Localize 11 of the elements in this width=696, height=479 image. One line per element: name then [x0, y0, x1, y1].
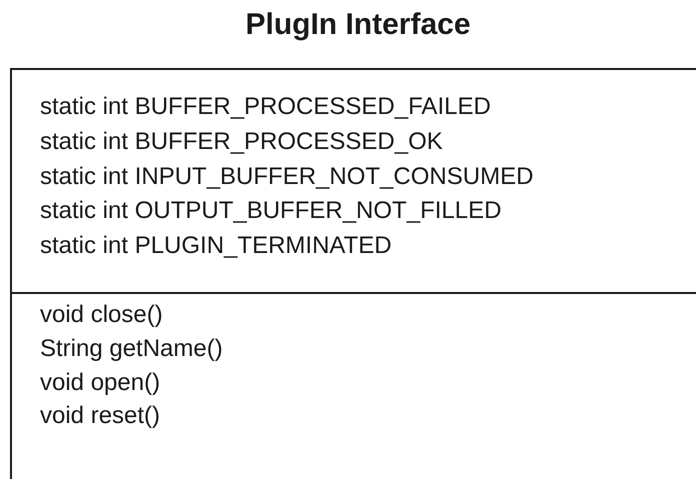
class-title: PlugIn Interface — [244, 8, 472, 42]
attribute-text: static int PLUGIN_TERMINATED — [40, 231, 392, 261]
method-text: void reset() — [40, 401, 160, 431]
method-text: void close() — [40, 300, 163, 330]
method-text: String getName() — [40, 334, 223, 364]
attribute-text: static int BUFFER_PROCESSED_FAILED — [40, 92, 491, 122]
method-text: void open() — [40, 368, 160, 398]
attribute-text: static int BUFFER_PROCESSED_OK — [40, 127, 443, 157]
attribute-text: static int OUTPUT_BUFFER_NOT_FILLED — [40, 196, 502, 226]
class-compartment — [10, 68, 696, 294]
attribute-text: static int INPUT_BUFFER_NOT_CONSUMED — [40, 162, 534, 192]
